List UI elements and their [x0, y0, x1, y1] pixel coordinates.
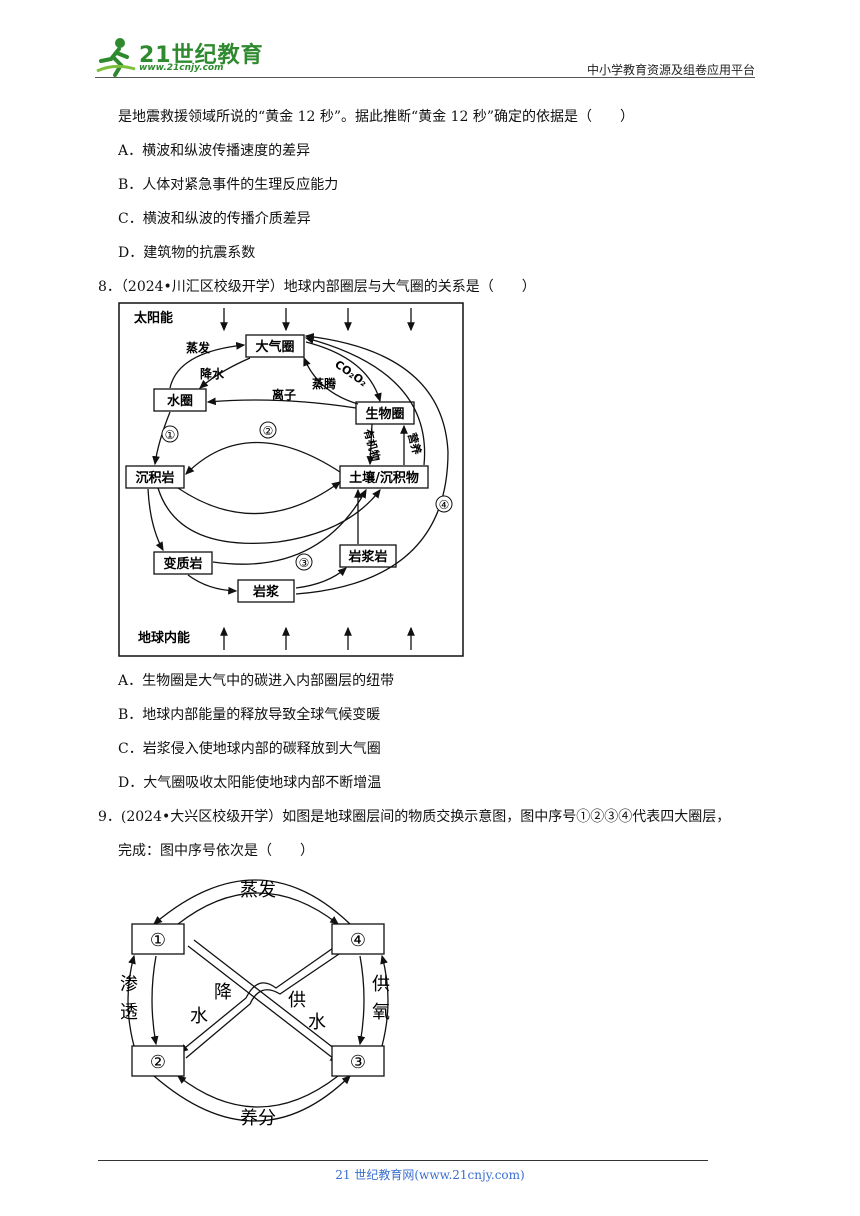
q9-sphere-exchange-diagram: ① ④ ② ③ 蒸发 渗 透 供 氧 养分 降 水 供 水: [118, 866, 398, 1133]
sphere-4-label: ④: [350, 930, 366, 951]
label-supply-oxygen-1: 供: [372, 974, 390, 995]
label-supply-water-2: 水: [308, 1012, 326, 1033]
q7-option-c[interactable]: C．横波和纵波的传播介质差异: [118, 211, 311, 227]
label-ions: 离子: [272, 387, 296, 402]
box-biosphere: 生物圈: [365, 406, 404, 422]
box-hydrosphere: 水圈: [167, 393, 193, 409]
sphere-3-label: ③: [350, 1052, 366, 1073]
box-magma: 岩浆: [252, 584, 280, 600]
label-nutrients: 养分: [240, 1108, 276, 1129]
logo-text: 21世纪教育: [139, 43, 264, 68]
platform-title: 中小学教育资源及组卷应用平台: [586, 63, 755, 77]
label-rain-2: 水: [190, 1006, 208, 1027]
q8-option-b[interactable]: B．地球内部能量的释放导致全球气候变暖: [118, 707, 381, 723]
q7-option-d[interactable]: D．建筑物的抗震系数: [118, 245, 256, 261]
box-igneous-rock: 岩浆岩: [347, 549, 387, 565]
label-transpiration: 蒸腾: [312, 376, 337, 391]
sphere-1-label: ①: [150, 930, 166, 951]
q8-sphere-cycle-diagram: 太阳能 地球内能 大气圈 水圈 生物圈 沉积岩 土壤/沉积物 变质岩 岩浆岩 岩…: [118, 302, 464, 657]
q9-stem-line2: 完成：图中序号依次是（ ）: [118, 843, 314, 859]
box-metamorphic-rock: 变质岩: [163, 556, 202, 572]
label-evaporation: 蒸发: [186, 340, 211, 355]
label-evaporation: 蒸发: [240, 880, 276, 901]
logo-url: www.21cnjy.com: [139, 63, 224, 73]
q8-option-a[interactable]: A．生物圈是大气中的碳进入内部圈层的纽带: [118, 673, 395, 689]
q7-option-a[interactable]: A．横波和纵波传播速度的差异: [118, 143, 311, 159]
q9-stem-line1: 9．(2024•大兴区校级开学）如图是地球圈层间的物质交换示意图，图中序号①②③…: [98, 809, 731, 825]
box-soil-sediment: 土壤/沉积物: [349, 470, 419, 486]
box-sedimentary-rock: 沉积岩: [135, 470, 174, 486]
site-logo[interactable]: 21世纪教育 www.21cnjy.com: [95, 35, 265, 77]
footer-divider: [98, 1160, 708, 1161]
label-circle-3: ③: [299, 556, 310, 570]
label-precipitation: 降水: [200, 366, 225, 381]
label-supply-oxygen-2: 氧: [372, 1002, 390, 1023]
footer-link[interactable]: 21 世纪教育网(www.21cnjy.com): [335, 1168, 525, 1182]
label-infiltration-1: 渗: [120, 974, 138, 995]
label-rain-1: 降: [214, 982, 232, 1003]
header-divider: [95, 77, 755, 78]
label-circle-2: ②: [263, 424, 274, 438]
solar-energy-label: 太阳能: [133, 310, 173, 326]
box-atmosphere: 大气圈: [255, 339, 294, 355]
label-circle-4: ④: [439, 498, 450, 512]
label-circle-1: ①: [165, 428, 176, 442]
label-nutrients: 营养: [405, 431, 424, 457]
label-supply-water-1: 供: [288, 990, 306, 1011]
q7-option-b[interactable]: B．人体对紧急事件的生理反应能力: [118, 177, 339, 193]
q7-stem-tail: 是地震救援领域所说的“黄金 12 秒”。据此推断“黄金 12 秒”确定的依据是（…: [118, 109, 635, 125]
q8-stem: 8．（2024•川汇区校级开学）地球内部圈层与大气圈的关系是（ ）: [98, 279, 536, 295]
runner-logo-icon: [96, 38, 136, 77]
label-infiltration-2: 透: [120, 1002, 138, 1023]
internal-energy-label: 地球内能: [138, 630, 190, 646]
q8-option-c[interactable]: C．岩浆侵入使地球内部的碳释放到大气圈: [118, 741, 381, 757]
page-header: 21世纪教育 www.21cnjy.com 中小学教育资源及组卷应用平台: [0, 0, 860, 80]
q8-option-d[interactable]: D．大气圈吸收太阳能使地球内部不断增温: [118, 775, 382, 791]
sphere-2-label: ②: [150, 1052, 166, 1073]
